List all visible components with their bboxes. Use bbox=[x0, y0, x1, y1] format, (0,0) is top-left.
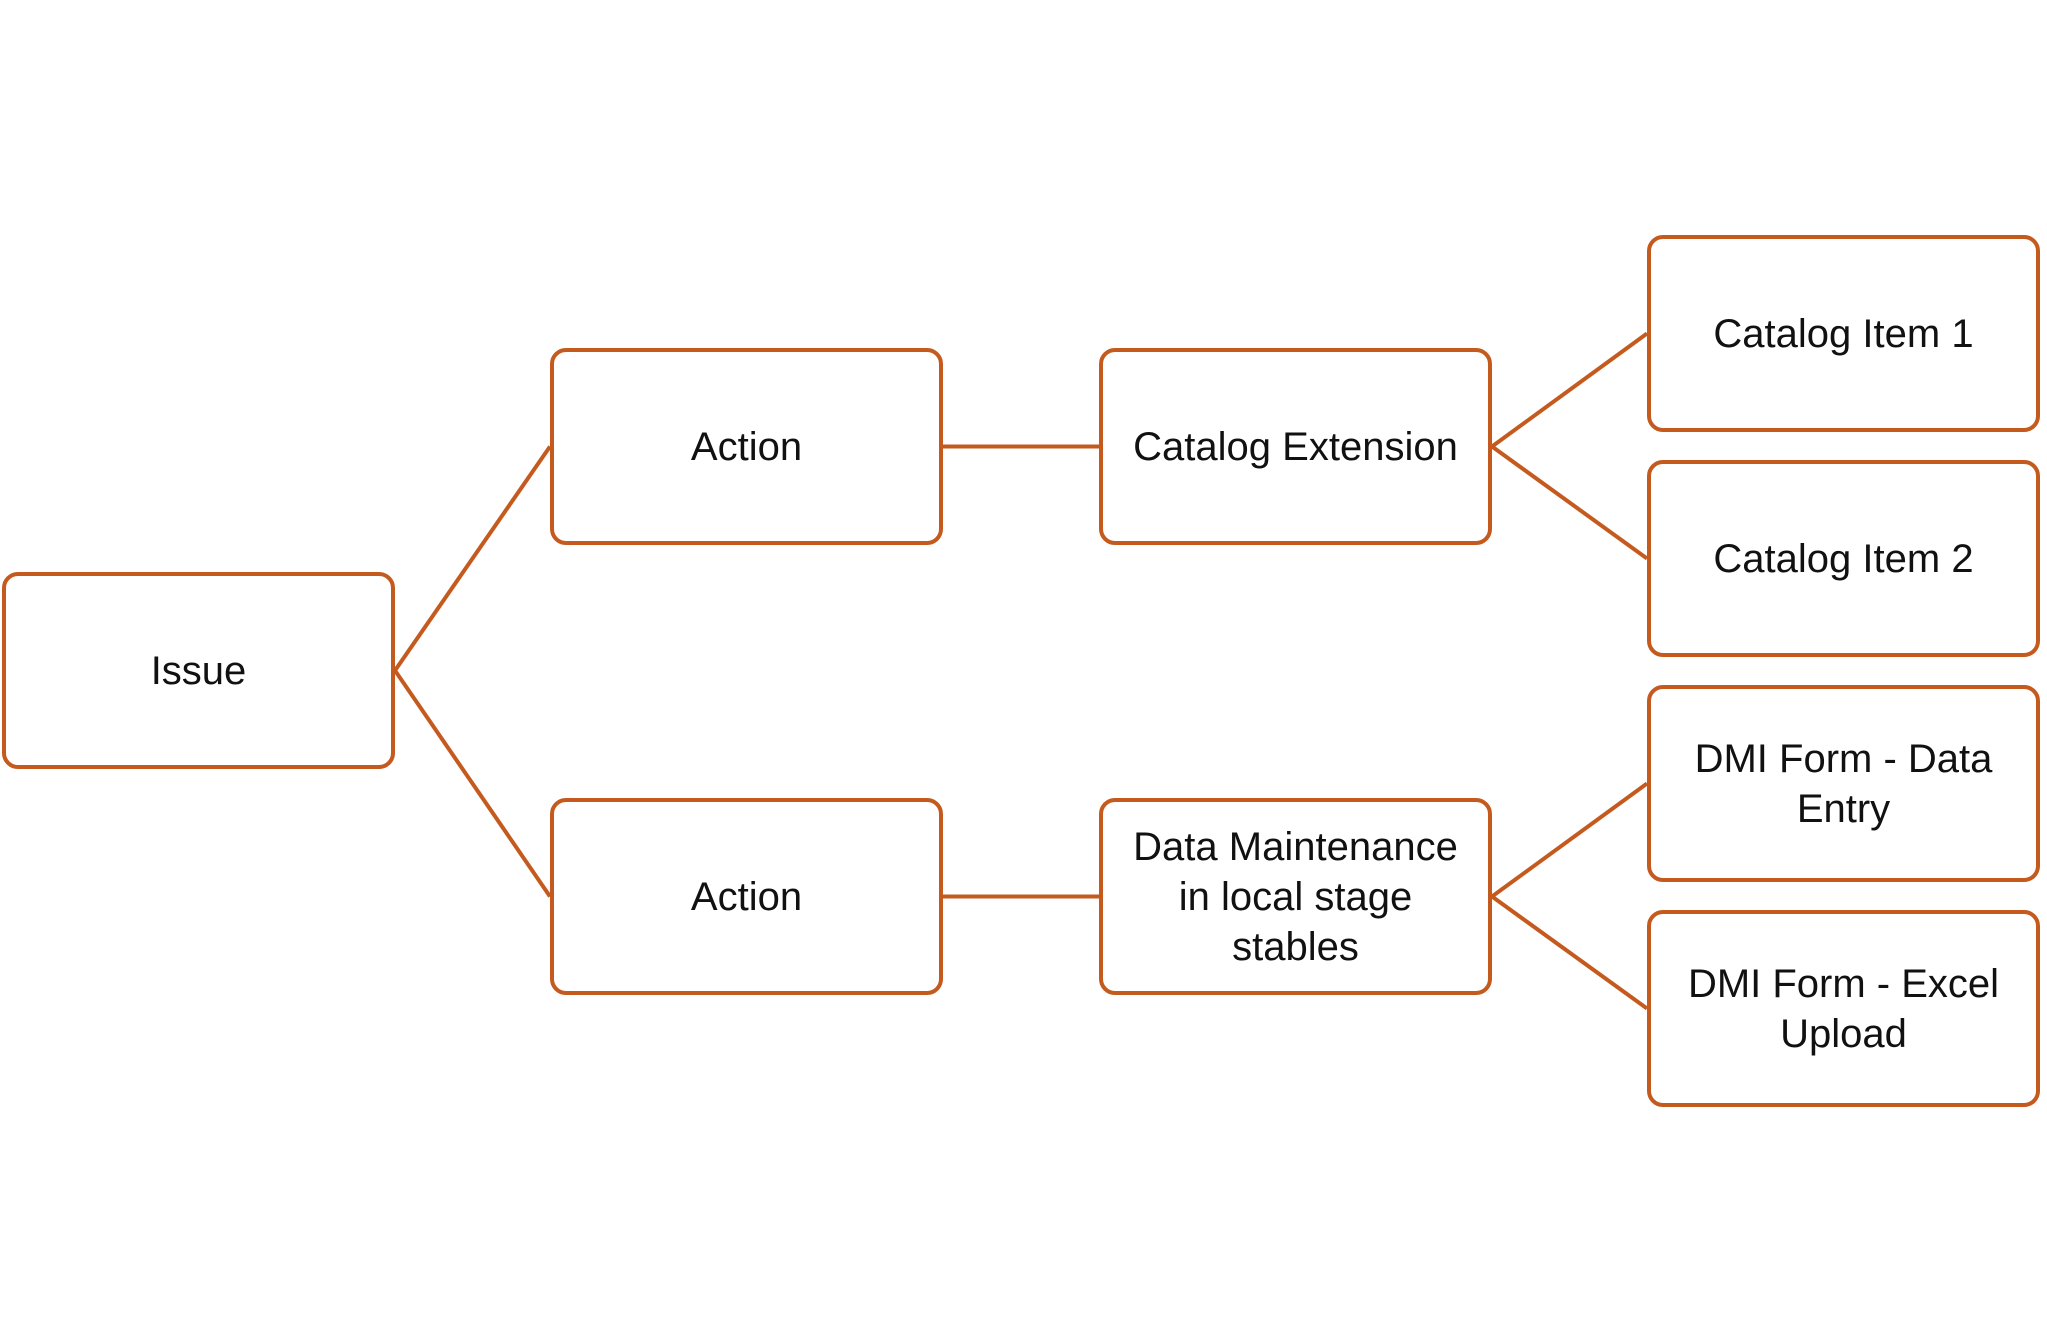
issue-node-label: Issue bbox=[150, 648, 247, 693]
connector-data_maintenance-to-dmi_data_entry bbox=[1490, 781, 1649, 899]
dmi-data-entry-node: DMI Form - Data Entry bbox=[1647, 685, 2040, 882]
action-node-top-label: Action bbox=[690, 424, 803, 469]
connector-issue-to-action_1 bbox=[393, 445, 552, 672]
action-node-bottom: Action bbox=[550, 798, 943, 995]
connector-issue-to-action_2 bbox=[393, 669, 552, 898]
action-node-top: Action bbox=[550, 348, 943, 545]
data-maintenance-node: Data Maintenance in local stage stables bbox=[1099, 798, 1492, 995]
dmi-data-entry-node-label: DMI Form - Data Entry bbox=[1694, 736, 1993, 831]
catalog-item-2-node: Catalog Item 2 bbox=[1647, 460, 2040, 657]
dmi-excel-upload-node: DMI Form - Excel Upload bbox=[1647, 910, 2040, 1107]
action-node-bottom-label: Action bbox=[690, 874, 803, 919]
catalog-item-1-node-label: Catalog Item 1 bbox=[1713, 311, 1974, 356]
connector-catalog_extension-to-catalog_item_2 bbox=[1490, 444, 1649, 561]
catalog-extension-node: Catalog Extension bbox=[1099, 348, 1492, 545]
issue-node: Issue bbox=[2, 572, 395, 769]
connector-catalog_extension-to-catalog_item_1 bbox=[1490, 331, 1649, 449]
catalog-item-1-node: Catalog Item 1 bbox=[1647, 235, 2040, 432]
dmi-excel-upload-node-label: DMI Form - Excel Upload bbox=[1687, 961, 2000, 1056]
catalog-extension-node-label: Catalog Extension bbox=[1133, 424, 1458, 469]
catalog-item-2-node-label: Catalog Item 2 bbox=[1713, 536, 1974, 581]
connector-data_maintenance-to-dmi_excel_upload bbox=[1490, 894, 1649, 1011]
data-maintenance-node-label: Data Maintenance in local stage stables bbox=[1133, 824, 1458, 969]
